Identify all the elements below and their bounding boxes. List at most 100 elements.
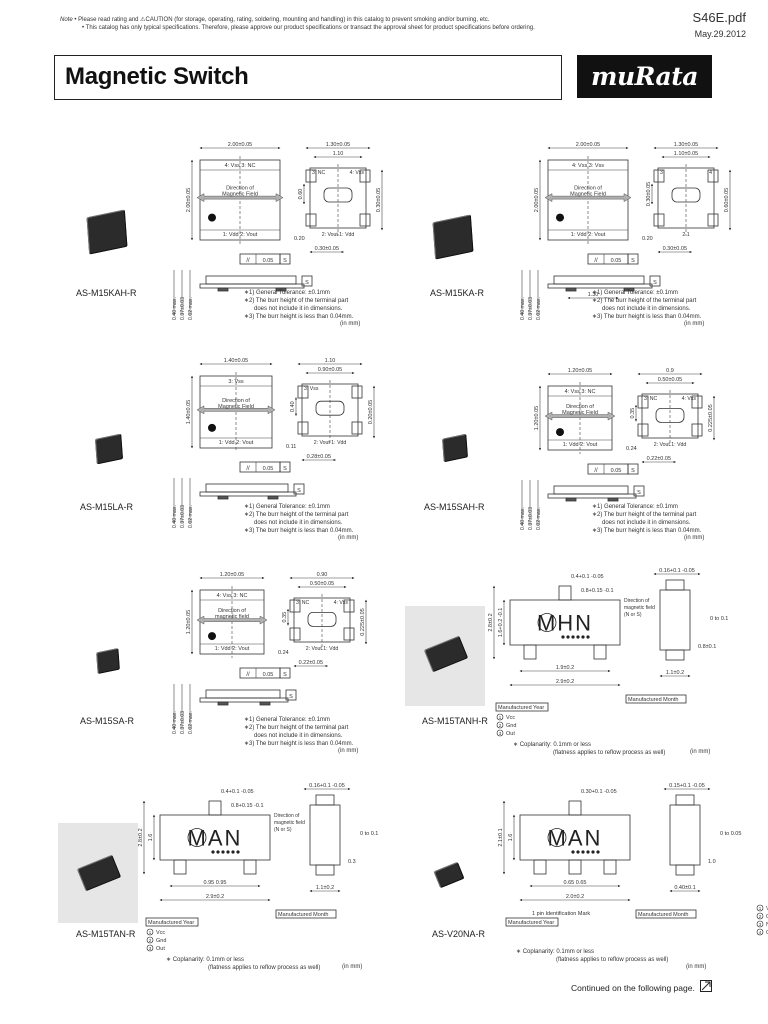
outline <box>145 917 199 927</box>
dim-label: // <box>594 258 598 264</box>
dim-label: 4: Vss <box>334 600 349 606</box>
dim-label: 0.8+0.15 -0.1 <box>581 588 614 594</box>
outline <box>199 589 265 655</box>
dim-label: Magnetic Field <box>222 192 258 198</box>
pin-number-icon <box>496 729 504 737</box>
pdf-filename: S46E.pdf <box>692 10 747 25</box>
unit-note: (in mm) <box>338 535 359 541</box>
dim-label: S <box>653 280 657 286</box>
dim-label: 0.24 <box>626 446 637 452</box>
sot-flatness-tan: (flatness applies to reflow process as w… <box>208 965 321 971</box>
dim-label: 4: Vss 3: NC <box>217 593 248 599</box>
outline <box>359 213 371 227</box>
pin-number-icon <box>756 920 764 928</box>
pin-number-icon <box>146 928 154 936</box>
product-name: AS-M15KA-R <box>430 288 485 298</box>
dim-label: 3: Vss <box>228 379 244 385</box>
outline <box>205 483 289 493</box>
magnetic-field-arrow-icon <box>544 411 616 421</box>
dot-icon <box>221 850 225 854</box>
dim-label: 0 to 0.05 <box>720 831 741 837</box>
chip-photo-la <box>94 433 124 465</box>
dim-label: 0.05 <box>611 468 622 474</box>
dim-label: 0.05 <box>263 258 274 264</box>
dim-label: 1: Vdd 2: Vout <box>215 646 250 652</box>
murata-logo: muRata <box>577 55 712 98</box>
dim-label: 0.16+0.1 -0.05 <box>309 783 345 789</box>
dim-label: 0.4+0.1 -0.05 <box>221 789 254 795</box>
dot-icon <box>561 635 565 639</box>
dim-label: 4: Vss <box>350 170 365 176</box>
dim-label: 1.9±0.2 <box>556 665 574 671</box>
dim-label: S <box>283 672 287 678</box>
dim-label: 2 1 <box>682 232 689 238</box>
chip-photo-ka <box>432 214 474 260</box>
dim-label: 1.1±0.2 <box>666 670 684 676</box>
dim-label: 1.20±0.05 <box>186 610 192 634</box>
outline <box>625 694 687 704</box>
dim-label: 0.90 <box>317 572 328 578</box>
outline <box>309 167 367 229</box>
dim-label: 2 <box>759 914 762 919</box>
dim-label: Direction of <box>218 608 246 614</box>
notes-sa: ∗1) General Tolerance: ±0.1mm ∗2) The bu… <box>244 716 353 748</box>
dim-label: 0.225±0.05 <box>708 404 714 432</box>
dim-label: 0.3 <box>348 859 356 865</box>
outline <box>691 423 703 437</box>
dim-label: 0.30±0.05 <box>376 188 382 212</box>
page-title: Magnetic Switch <box>65 63 249 90</box>
outline <box>637 395 649 409</box>
outline <box>495 702 549 712</box>
dim-label: 0.30±0.05 <box>315 246 339 252</box>
dim-label: 1 <box>499 715 502 720</box>
dim-label: Gnd <box>156 938 166 944</box>
note-2b: does not include it in dimensions. <box>254 306 343 312</box>
sot-coplan-tan: ∗ Coplanarity: 0.1mm or less <box>166 957 245 963</box>
dim-label: 0.95 0.95 <box>204 880 227 886</box>
outline <box>307 612 337 627</box>
dot-icon <box>226 850 230 854</box>
dim-label: 0.50±0.05 <box>310 581 334 587</box>
pin-number-icon <box>756 904 764 912</box>
outline <box>675 794 695 806</box>
note-2b: does not include it in dimensions. <box>602 306 691 312</box>
dim-label: 0.40 max. <box>172 711 178 734</box>
dot-icon <box>571 850 575 854</box>
dim-label: Manufactured Month <box>638 912 688 918</box>
outline <box>323 187 353 203</box>
outline <box>691 395 703 409</box>
dim-label: 1.10±0.05 <box>674 151 698 157</box>
dim-label: // <box>246 258 250 264</box>
outline <box>289 627 301 641</box>
dim-label: 1.40±0.05 <box>224 358 248 364</box>
magnetic-field-arrow-icon <box>196 615 268 625</box>
dim-label: 1.6+0.2 -0.1 <box>498 608 504 638</box>
outline <box>641 393 699 439</box>
dim-label: 0.40 <box>290 401 296 412</box>
pin-number-icon <box>146 944 154 952</box>
dim-label: Magnetic Field <box>570 192 606 198</box>
dim-label: 3: NC <box>296 600 310 606</box>
dot-icon <box>581 635 585 639</box>
dim-label: Direction of <box>566 404 594 410</box>
outline <box>627 253 639 265</box>
dim-label: S <box>297 488 301 494</box>
dim-label: 0.02 max. <box>188 297 194 320</box>
dim-label: 1: Vdd 2: Vout <box>571 232 606 238</box>
outline <box>519 814 631 861</box>
dim-label: 2.9±0.2 <box>556 679 574 685</box>
pin-mark-icon <box>187 828 207 847</box>
dim-label: 2.00±0.05 <box>186 188 192 212</box>
dim-label: 0.50±0.05 <box>658 377 682 383</box>
outline <box>309 804 341 866</box>
pin-number-icon <box>756 912 764 920</box>
outline <box>173 859 187 875</box>
outline <box>659 589 691 651</box>
magnetic-field-arrow-icon <box>544 193 632 203</box>
sot-coplan-tanh: ∗ Coplanarity: 0.1mm or less <box>513 742 592 748</box>
dim-label: Out <box>506 731 515 737</box>
dim-label: 0.60±0.05 <box>724 188 730 212</box>
dim-label: 1: Vdd 2: Vout <box>219 440 254 446</box>
dot-icon <box>211 850 215 854</box>
